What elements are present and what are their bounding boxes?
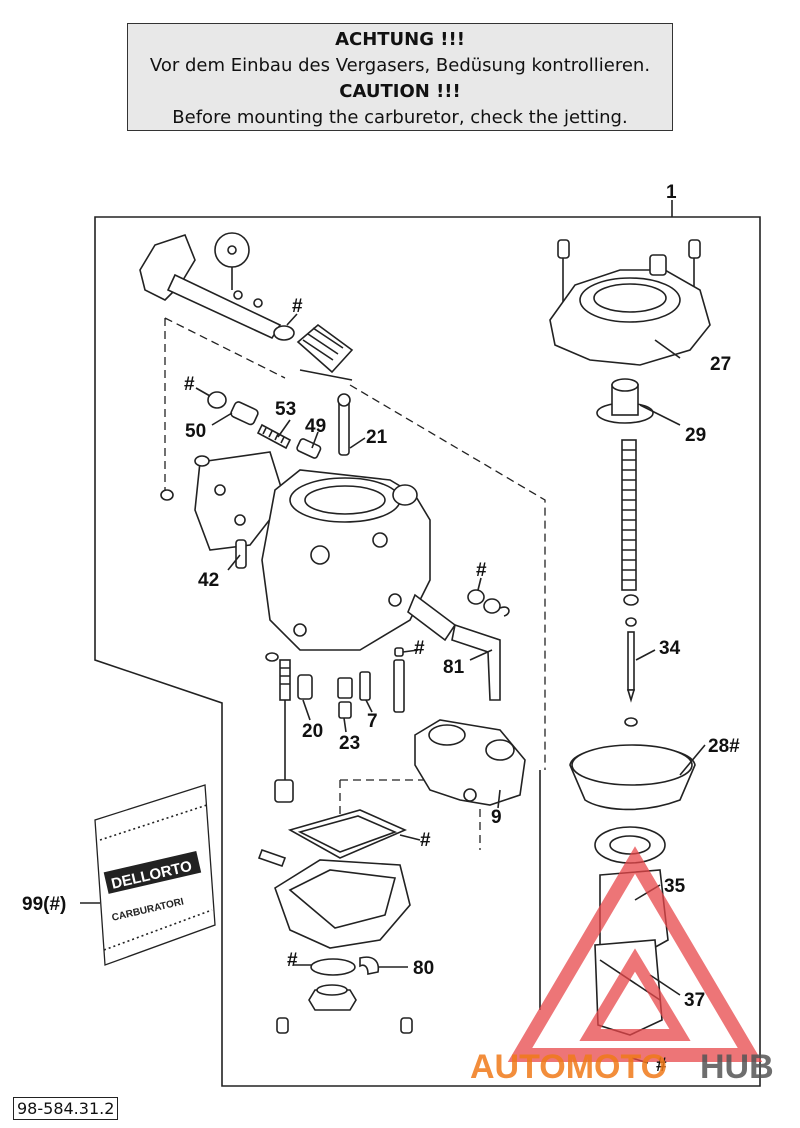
callout-27: 27 bbox=[710, 354, 731, 375]
bowl-screw-left bbox=[276, 1017, 289, 1034]
callout-7: 7 bbox=[367, 711, 378, 732]
watermark-text-part2: HUB bbox=[700, 1048, 774, 1086]
callout-80: 80 bbox=[413, 958, 434, 979]
carburetor-body bbox=[194, 451, 457, 651]
spare-jets-packet: DELLORTO CARBURATORI bbox=[94, 784, 216, 966]
callout-28: 28# bbox=[708, 736, 740, 757]
cap-screw-right bbox=[688, 239, 701, 259]
callout-20: 20 bbox=[302, 721, 323, 742]
callout-hash-2: # bbox=[184, 374, 195, 395]
float-assembly bbox=[414, 719, 526, 806]
callout-29: 29 bbox=[685, 425, 706, 446]
o-ring-shaft bbox=[273, 325, 295, 341]
document-number: 98-584.31.2 bbox=[13, 1097, 119, 1120]
vent-fitting bbox=[451, 589, 510, 701]
callout-49: 49 bbox=[305, 416, 326, 437]
callout-37: 37 bbox=[684, 990, 705, 1011]
callout-hash-5: # bbox=[420, 830, 431, 851]
assembly-boundary bbox=[94, 216, 761, 1087]
float-bowl-gasket bbox=[287, 809, 407, 859]
diaphragm bbox=[569, 744, 696, 811]
drain-plug bbox=[308, 984, 357, 1011]
body-screw bbox=[160, 489, 174, 501]
cap-screw-left bbox=[557, 239, 570, 259]
top-cover bbox=[549, 254, 711, 366]
callout-hash-3: # bbox=[476, 560, 487, 581]
callout-53: 53 bbox=[275, 399, 296, 420]
float-bowl bbox=[257, 848, 411, 949]
callout-9: 9 bbox=[491, 807, 502, 828]
callout-hash-6: # bbox=[287, 950, 298, 971]
assembly-guide-left bbox=[164, 317, 546, 850]
callout-21: 21 bbox=[366, 427, 388, 448]
throttle-slide-top bbox=[594, 826, 666, 864]
watermark-logo-triangle bbox=[507, 846, 763, 1062]
callout-50: 50 bbox=[185, 421, 206, 442]
spring-clip bbox=[623, 594, 639, 606]
callout-hash-4: # bbox=[414, 638, 425, 659]
drain-hose bbox=[359, 956, 380, 975]
callout-99: 99(#) bbox=[22, 894, 66, 915]
caution-notice-box: ACHTUNG !!! Vor dem Einbau des Vergasers… bbox=[127, 23, 673, 131]
callout-42: 42 bbox=[198, 570, 219, 591]
watermark-text-part1: AUTOMOTO bbox=[470, 1048, 667, 1086]
callout-35: 35 bbox=[664, 876, 686, 897]
idle-screw-parts bbox=[207, 391, 351, 459]
callout-34: 34 bbox=[659, 638, 681, 659]
needle-washer bbox=[624, 717, 638, 727]
needle-clip bbox=[625, 617, 637, 627]
drain-o-ring bbox=[310, 958, 356, 976]
callout-81: 81 bbox=[443, 657, 465, 678]
bowl-screw-right bbox=[400, 1017, 413, 1034]
notice-title-de: ACHTUNG !!! bbox=[335, 29, 465, 50]
slide-spring bbox=[621, 439, 637, 591]
jet-needle bbox=[626, 631, 636, 703]
notice-text-en: Before mounting the carburetor, check th… bbox=[172, 107, 628, 128]
spring-seat bbox=[596, 378, 654, 424]
throttle-lever-assembly bbox=[139, 232, 282, 340]
callout-1: 1 bbox=[666, 182, 677, 203]
notice-text-de: Vor dem Einbau des Vergasers, Bedüsung k… bbox=[149, 55, 651, 76]
callout-23: 23 bbox=[339, 733, 360, 754]
callout-hash-1: # bbox=[292, 296, 303, 317]
callout-hash-7: # bbox=[656, 1055, 667, 1076]
throttle-spring bbox=[296, 323, 354, 381]
jet-parts bbox=[265, 647, 405, 803]
notice-title-en: CAUTION !!! bbox=[339, 81, 461, 102]
